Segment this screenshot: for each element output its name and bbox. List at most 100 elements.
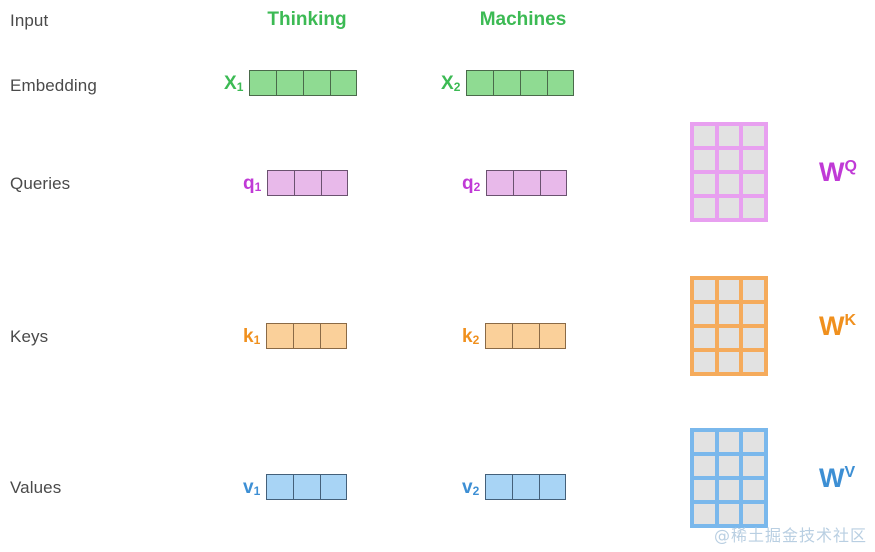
matrix-cell xyxy=(743,456,764,476)
matrix-cell xyxy=(694,198,715,218)
vector-x1-label: X1 xyxy=(224,72,244,94)
vector-v2-label: v2 xyxy=(462,476,480,498)
matrix-cell xyxy=(718,174,740,194)
vector-x1: X1 xyxy=(224,70,358,96)
vector-cell xyxy=(293,323,321,349)
vector-cell xyxy=(266,474,294,500)
vector-cell xyxy=(485,474,513,500)
matrix-cell xyxy=(718,480,740,500)
matrix-cell xyxy=(743,504,764,524)
matrix-cell xyxy=(718,304,740,324)
vector-cell xyxy=(276,70,304,96)
matrix-cell xyxy=(743,480,764,500)
matrix-cell xyxy=(694,150,715,170)
vector-cell xyxy=(294,170,322,196)
matrix-cell xyxy=(743,150,764,170)
vector-cell xyxy=(267,170,295,196)
matrix-cell xyxy=(718,150,740,170)
vector-v2-cells xyxy=(485,474,567,500)
matrix-cell xyxy=(743,198,764,218)
vector-cell xyxy=(539,474,567,500)
vector-cell xyxy=(320,474,348,500)
weight-label-wk: WK xyxy=(819,311,857,341)
vector-q1-cells xyxy=(267,170,349,196)
vector-v1-label: v1 xyxy=(243,476,261,498)
vector-cell xyxy=(249,70,277,96)
matrix-cell xyxy=(743,304,764,324)
vector-cell xyxy=(539,323,567,349)
vector-k1-cells xyxy=(266,323,348,349)
matrix-cell xyxy=(743,126,764,146)
matrix-cell xyxy=(694,328,715,348)
column-header-thinking: Thinking xyxy=(267,9,347,30)
vector-q1: q1 xyxy=(243,170,349,196)
matrix-cell xyxy=(694,504,715,524)
row-label-input: Input xyxy=(10,11,49,30)
weight-label-wq: WQ xyxy=(819,157,857,187)
row-label-values: Values xyxy=(10,478,62,497)
vector-cell xyxy=(303,70,331,96)
vector-k2-label: k2 xyxy=(462,325,480,347)
weight-matrix-wk xyxy=(690,276,768,376)
matrix-cell xyxy=(743,174,764,194)
vector-cell xyxy=(293,474,321,500)
vector-cell xyxy=(321,170,349,196)
matrix-cell xyxy=(718,126,740,146)
vector-cell xyxy=(466,70,494,96)
watermark: @稀土掘金技术社区 xyxy=(713,526,867,545)
weight-label-wv: WV xyxy=(819,463,856,493)
vector-v1-cells xyxy=(266,474,348,500)
row-label-embedding: Embedding xyxy=(10,76,97,95)
matrix-cell xyxy=(718,328,740,348)
vector-x2-label: X2 xyxy=(441,72,461,94)
vector-v1: v1 xyxy=(243,474,348,500)
vector-x2: X2 xyxy=(441,70,575,96)
matrix-cell xyxy=(694,352,715,372)
matrix-cell xyxy=(694,456,715,476)
vector-cell xyxy=(486,170,514,196)
vector-k2: k2 xyxy=(462,323,567,349)
matrix-cell xyxy=(718,352,740,372)
weight-matrix-wv xyxy=(690,428,768,528)
vector-k1-label: k1 xyxy=(243,325,261,347)
matrix-cell xyxy=(718,280,740,300)
vector-q2-cells xyxy=(486,170,568,196)
vector-cell xyxy=(520,70,548,96)
vector-k2-cells xyxy=(485,323,567,349)
matrix-cell xyxy=(694,304,715,324)
row-label-keys: Keys xyxy=(10,327,49,346)
vector-cell xyxy=(547,70,575,96)
matrix-cell xyxy=(743,432,764,452)
matrix-cell xyxy=(718,504,740,524)
vector-k1: k1 xyxy=(243,323,348,349)
matrix-cell xyxy=(743,328,764,348)
matrix-cell xyxy=(743,280,764,300)
matrix-cell xyxy=(718,432,740,452)
vector-cell xyxy=(540,170,568,196)
row-label-queries: Queries xyxy=(10,174,71,193)
vector-cell xyxy=(512,474,540,500)
vector-cell xyxy=(320,323,348,349)
matrix-cell xyxy=(694,280,715,300)
matrix-cell xyxy=(694,480,715,500)
matrix-cell xyxy=(743,352,764,372)
column-header-machines: Machines xyxy=(479,9,567,30)
vector-x2-cells xyxy=(466,70,575,96)
vector-cell xyxy=(485,323,513,349)
vector-q2: q2 xyxy=(462,170,568,196)
vector-cell xyxy=(512,323,540,349)
matrix-cell xyxy=(694,126,715,146)
weight-matrix-wq xyxy=(690,122,768,222)
vector-cell xyxy=(493,70,521,96)
vector-cell xyxy=(330,70,358,96)
vector-cell xyxy=(266,323,294,349)
matrix-cell xyxy=(694,174,715,194)
vector-x1-cells xyxy=(249,70,358,96)
vector-q1-label: q1 xyxy=(243,172,262,194)
matrix-cell xyxy=(718,456,740,476)
matrix-cell xyxy=(694,432,715,452)
matrix-cell xyxy=(718,198,740,218)
vector-cell xyxy=(513,170,541,196)
vector-q2-label: q2 xyxy=(462,172,481,194)
vector-v2: v2 xyxy=(462,474,567,500)
